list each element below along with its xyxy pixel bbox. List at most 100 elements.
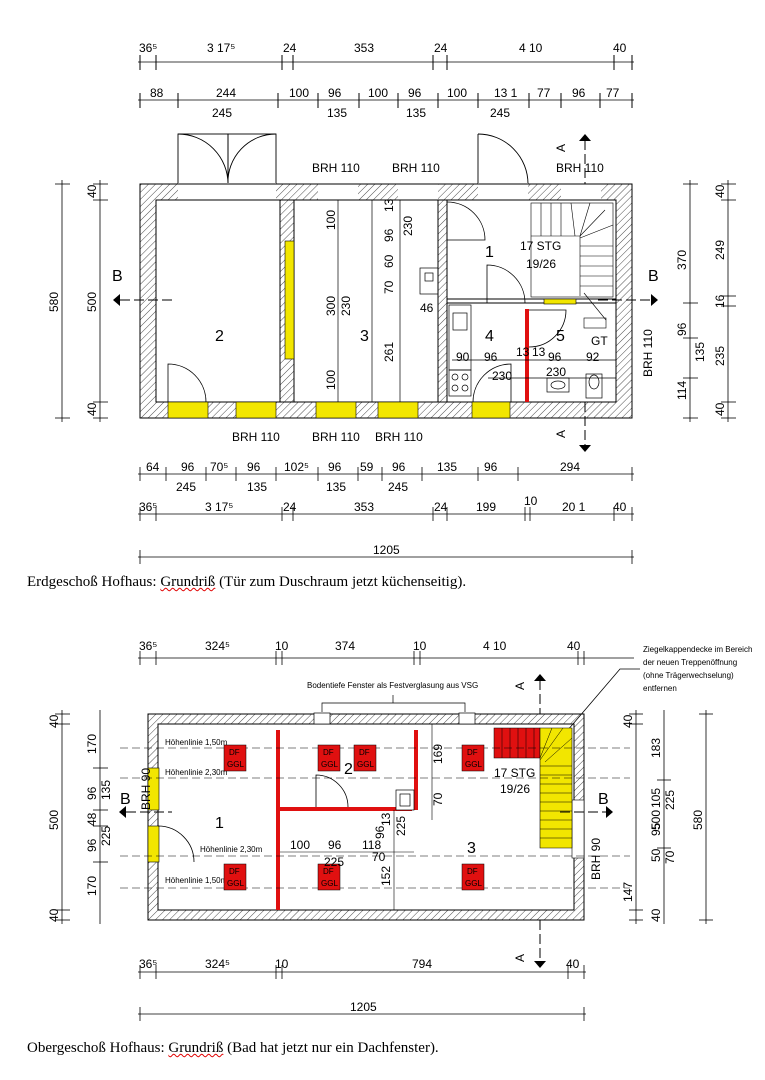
uf-left-dim-7: 225: [99, 826, 113, 846]
uf-door-swing-left: [157, 825, 195, 863]
uf-height-line-3: Höhenlinie 2,30m: [200, 845, 263, 854]
uf-ggl-label: GGL: [321, 879, 338, 888]
gf-top2-dim-4: 96: [328, 86, 342, 100]
uf-df-label: DF: [229, 748, 240, 757]
gf-bot-dim-11: 294: [560, 460, 580, 474]
uf-right-dim-1: 40: [621, 714, 635, 728]
upper-floor-caption: Obergeschoß Hofhaus: Grundriß (Bad hat j…: [27, 1040, 439, 1057]
gf-room-1: 1: [485, 244, 494, 261]
uf-bot-dim-4: 794: [412, 957, 432, 971]
gf-section-b-left: B: [112, 268, 123, 285]
uf-roof-windows: DF GGL DF GGL DF GGL DF GGL DF GGL: [223, 744, 485, 891]
uf-right-dim-9: 40: [649, 908, 663, 922]
gf-red-wall: [525, 309, 529, 402]
gf-inner-dim-9: 261: [382, 342, 396, 362]
gf-right-dim-5: 96: [675, 322, 689, 336]
uf-inner-dim-7: 118: [362, 838, 381, 852]
ground-floor-caption: Erdgeschoß Hofhaus: Grundriß (Tür zum Du…: [27, 574, 466, 591]
uf-left-dim-9: 40: [47, 908, 61, 922]
gf-inner-dim-3: 13: [382, 198, 396, 212]
gf-brh-label-6: BRH 110: [375, 430, 423, 444]
gf-bot-dim-4: 96: [247, 460, 261, 474]
uf-inner-dim-3: 100: [290, 838, 310, 852]
uf-ggl-label: GGL: [465, 879, 482, 888]
uf-inner-dim-9: 225: [324, 855, 344, 869]
uf-left-dimension-lines: [55, 710, 108, 924]
uf-ggl-label: GGL: [357, 760, 374, 769]
ground-floor-caption-pre: Erdgeschoß Hofhaus:: [27, 574, 161, 590]
gf-room-5: 5: [556, 328, 565, 345]
uf-ggl-label: GGL: [227, 879, 244, 888]
gf-top-dim-3: 24: [283, 41, 297, 55]
gf-bot-dim-5: 102⁵: [284, 460, 309, 474]
gf-inner-dim-8: 70: [382, 280, 396, 294]
uf-left-dim-8: 170: [85, 876, 99, 896]
gf-stairs: [530, 202, 614, 329]
uf-brh-right: BRH 90: [589, 838, 603, 880]
uf-left-dim-10: 500: [47, 810, 61, 830]
gf-inner-dim-11: 46: [420, 301, 434, 315]
gf-top2-dim-6: 96: [408, 86, 422, 100]
uf-stairs-ratio: 19/26: [500, 782, 530, 796]
gf-bot2-dim-6: 199: [476, 500, 496, 514]
uf-section-b-right: B: [598, 791, 609, 808]
uf-bot-dim-5: 40: [566, 957, 580, 971]
gf-top2-sub-1: 245: [212, 106, 232, 120]
gf-top-dimension-lines: [138, 55, 634, 108]
gf-inner-dimension-lines: [337, 200, 616, 402]
gf-bot2-dim-2: 3 17⁵: [205, 500, 233, 514]
uf-height-line-4: Höhenlinie 1,50m: [165, 876, 228, 885]
ground-floor-plan: 36⁵ 3 17⁵ 24 353 24 4 10 40 88 244 100 9…: [47, 41, 736, 564]
gf-section-a-bottom: A: [554, 430, 568, 438]
gf-right-dim-9: 40: [713, 402, 727, 416]
gf-bot-dim-1: 64: [146, 460, 160, 474]
uf-top-dim-2: 324⁵: [205, 639, 230, 653]
uf-section-b-left: B: [120, 791, 131, 808]
uf-inner-dim-1: 169: [431, 744, 445, 764]
uf-inner-dim-11: 152: [379, 866, 393, 886]
gf-bot2-dim-9: 40: [613, 500, 627, 514]
uf-top-dimension-lines: [138, 651, 634, 665]
gf-section-b-right: B: [648, 268, 659, 285]
gf-bot2-dim-7: 10: [524, 494, 538, 508]
gf-inner-dim-16: 96: [548, 350, 562, 364]
gf-left-dim-4: 40: [85, 402, 99, 416]
uf-left-dim-5: 48: [85, 812, 99, 826]
gf-top2-dim-8: 13 1: [494, 86, 518, 100]
gf-inner-dim-12: 90: [456, 350, 470, 364]
gf-right-dim-6: 135: [693, 342, 707, 362]
uf-left-dim-4: 96: [85, 786, 99, 800]
gf-right-dim-4: 16: [713, 294, 727, 308]
uf-inner-dim-5: 13: [379, 812, 393, 826]
uf-left-dim-3: 135: [99, 780, 113, 800]
gf-inner-dim-6: 230: [339, 296, 353, 316]
gf-bot2-dim-5: 24: [434, 500, 448, 514]
gf-inner-dim-4: 230: [401, 216, 415, 236]
gf-total-width: 1205: [373, 543, 400, 557]
uf-ceiling-note-2: der neuen Treppenöffnung: [643, 658, 737, 667]
uf-roof-window-4: DF GGL: [461, 744, 485, 772]
uf-df-label: DF: [323, 748, 334, 757]
gf-top2-dim-9: 77: [537, 86, 551, 100]
gf-bot-sub-4: 245: [388, 480, 408, 494]
gf-bot2-dim-8: 20 1: [562, 500, 586, 514]
uf-ggl-label: GGL: [227, 760, 244, 769]
uf-section-a-top: A: [513, 682, 527, 690]
uf-room-1: 1: [215, 815, 224, 832]
uf-ceiling-note-4: entfernen: [643, 684, 677, 693]
gf-top-dim-7: 40: [613, 41, 627, 55]
uf-ggl-label: GGL: [465, 760, 482, 769]
uf-right-dim-11: 580: [691, 810, 705, 830]
gf-room-2: 2: [215, 328, 224, 345]
gf-brh-label-3: BRH 110: [556, 161, 604, 175]
gf-inner-dim-2: 96: [382, 228, 396, 242]
uf-roof-window-7: DF GGL: [461, 863, 485, 891]
upper-floor-caption-pre: Obergeschoß Hofhaus:: [27, 1040, 169, 1056]
gf-top-dim-6: 4 10: [519, 41, 543, 55]
ground-floor-caption-word: Grundriß: [160, 574, 216, 590]
gf-section-a-top: A: [554, 144, 568, 152]
gf-bot2-dim-3: 24: [283, 500, 297, 514]
gf-inner-dim-17: 92: [586, 350, 600, 364]
uf-section-lines: [126, 680, 606, 962]
